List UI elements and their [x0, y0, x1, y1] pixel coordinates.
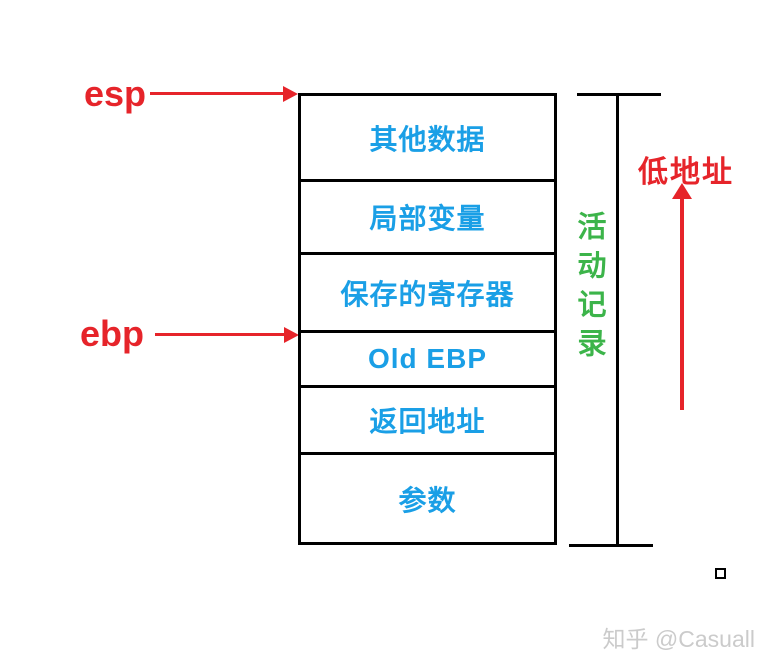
stack-row-old-ebp: Old EBP	[301, 333, 554, 388]
activation-record-bracket-bottom-tick	[569, 544, 653, 547]
low-address-up-arrowhead-icon	[672, 183, 692, 199]
low-address-up-arrow-icon	[680, 196, 684, 410]
ebp-arrow-icon	[155, 333, 284, 336]
stack-row-other-data: 其他数据	[301, 96, 554, 182]
ebp-register-label: ebp	[80, 313, 145, 354]
stack-row-parameters: 参数	[398, 484, 457, 516]
stack-memory-box: 其他数据 局部变量 保存的寄存器 Old EBP 返回地址 参数	[298, 93, 557, 545]
stack-row-return-address: 返回地址	[301, 388, 554, 455]
esp-register-label: esp	[84, 73, 147, 114]
esp-arrowhead-icon	[283, 86, 298, 102]
activation-record-label: 活动记录	[573, 211, 605, 367]
stack-row-local-variables: 局部变量	[301, 182, 554, 255]
ebp-arrowhead-icon	[284, 327, 299, 343]
activation-record-bracket-line	[616, 93, 619, 547]
zhihu-watermark: 知乎 @Casuall	[602, 626, 755, 652]
stack-row-saved-registers: 保存的寄存器	[301, 255, 554, 333]
small-square-mark	[715, 568, 726, 579]
esp-arrow-icon	[150, 92, 284, 95]
activation-record-bracket-top-tick	[577, 93, 661, 96]
